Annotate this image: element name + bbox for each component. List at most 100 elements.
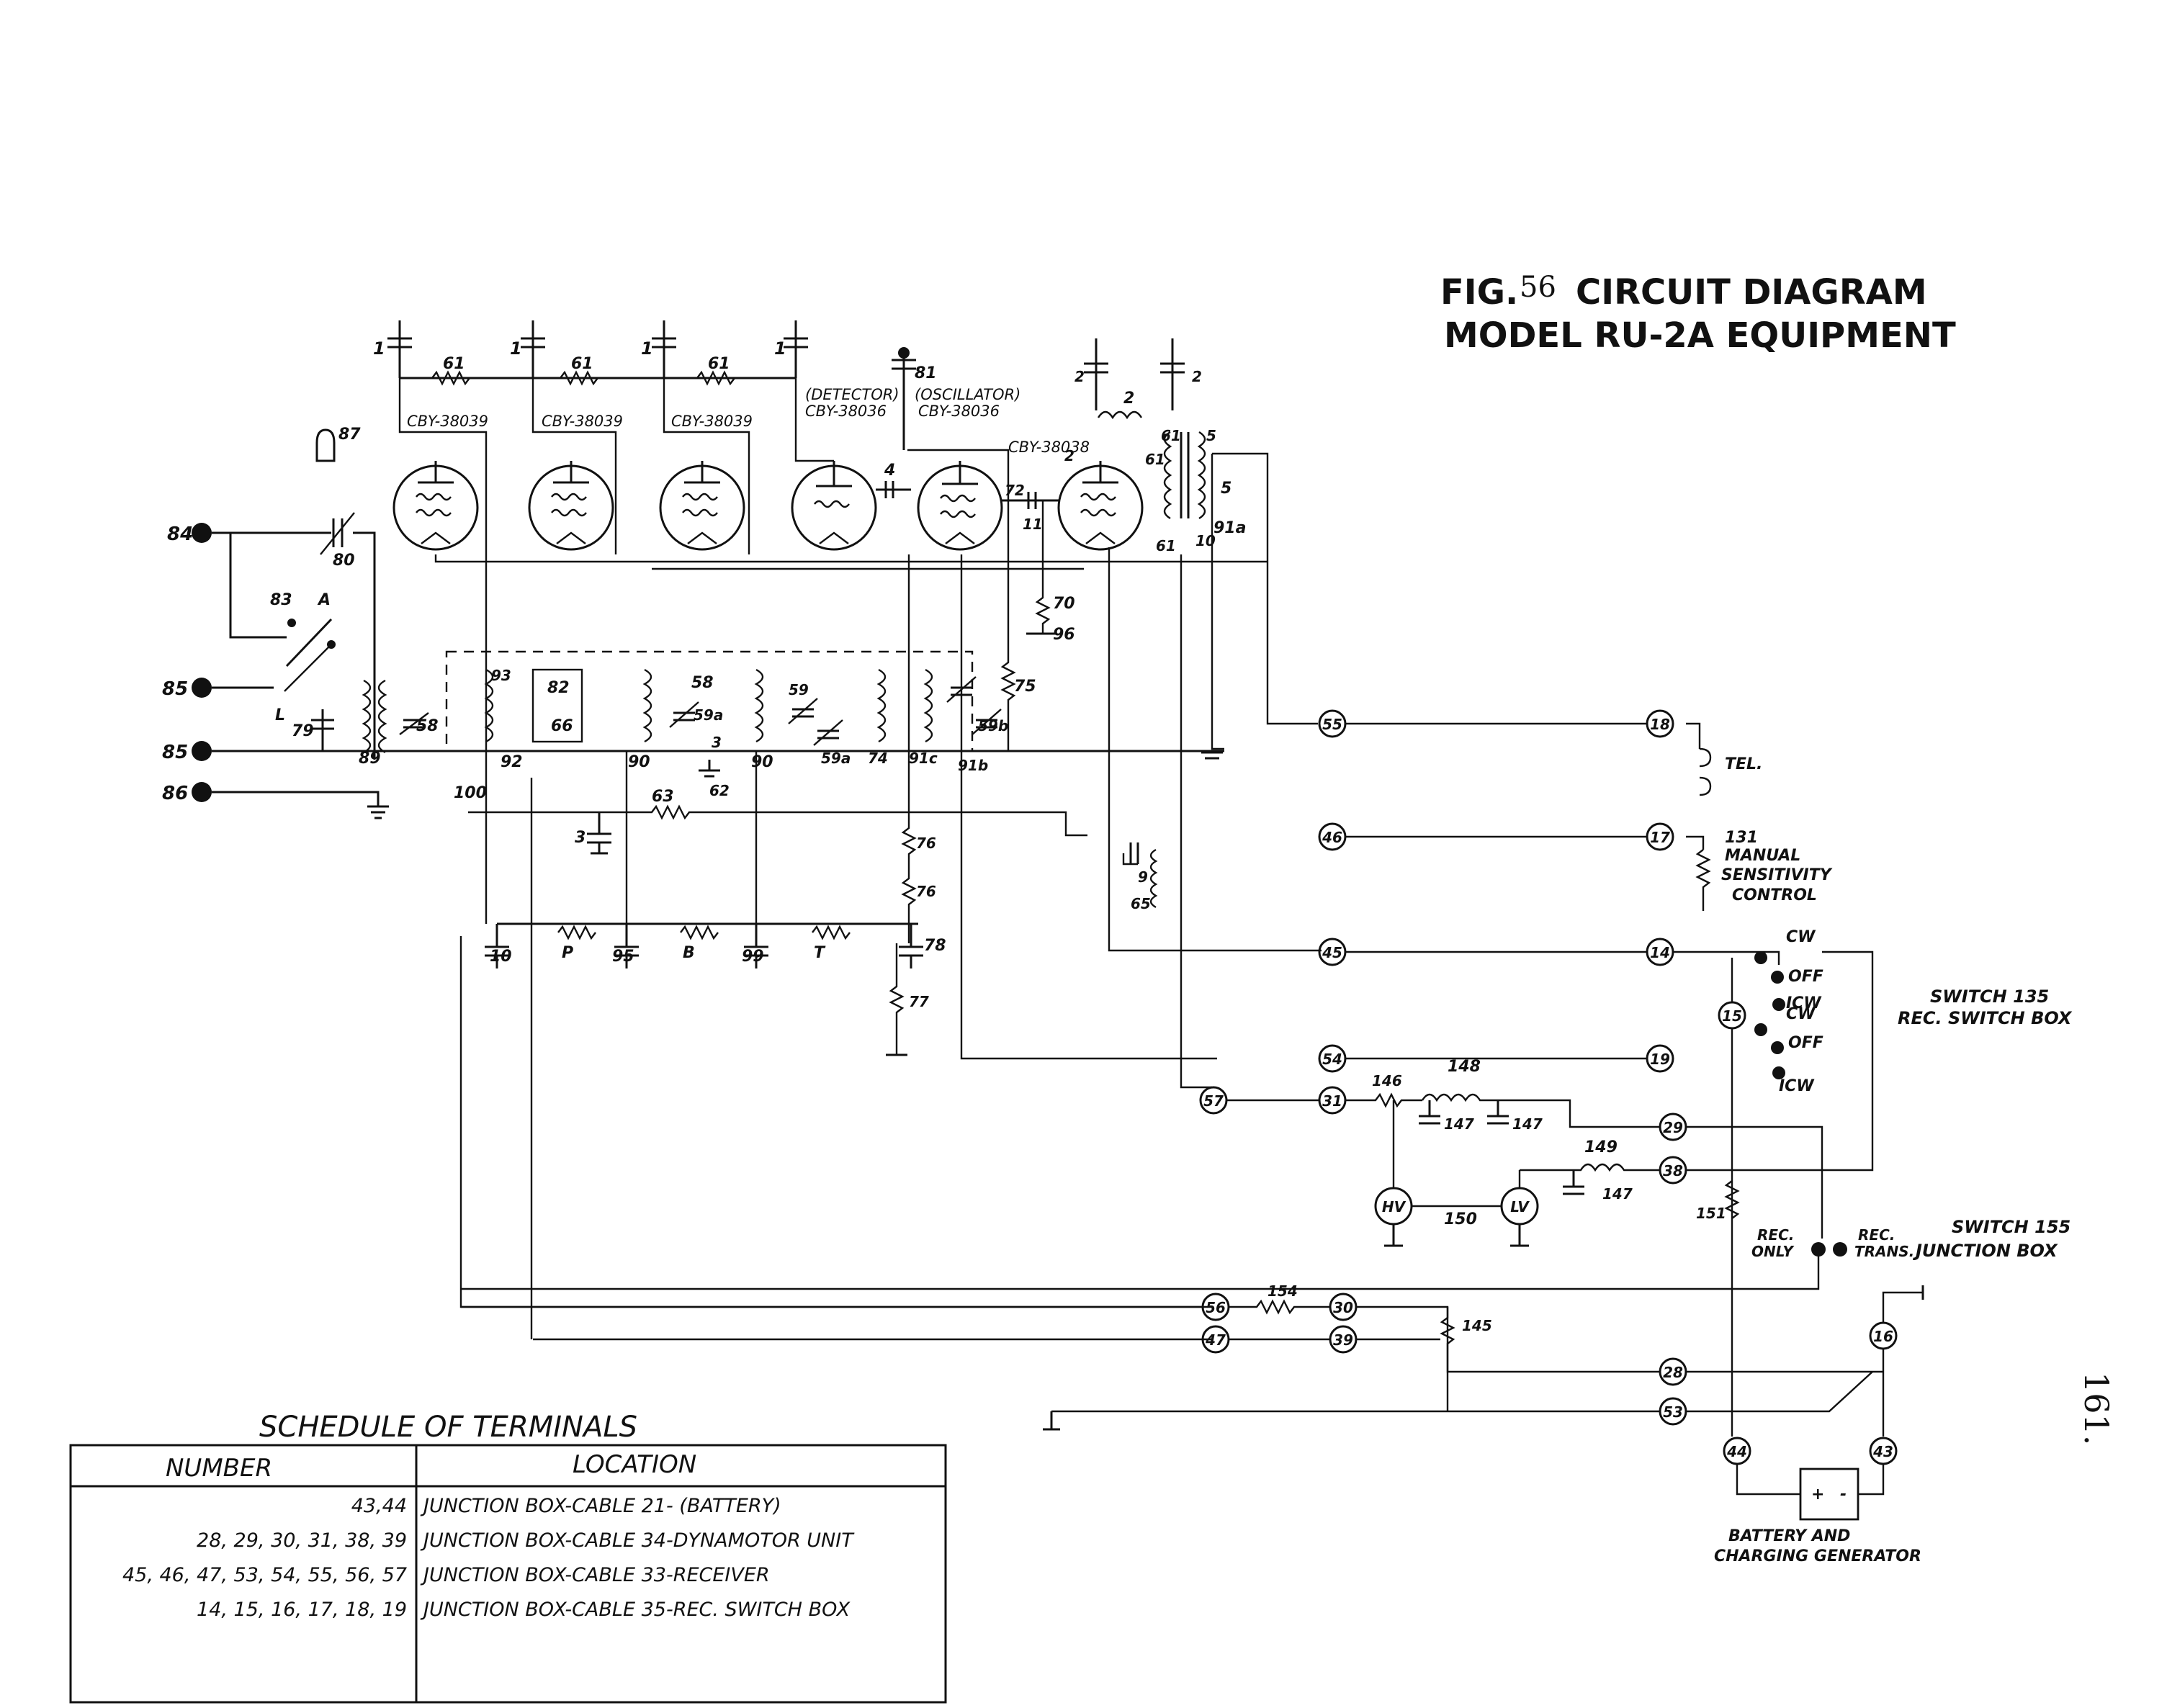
terminal-85a: 85 [162, 678, 188, 700]
svg-text:31: 31 [1322, 1092, 1342, 1110]
svg-text:16: 16 [1873, 1328, 1893, 1345]
label-L: L [275, 706, 285, 724]
label-61c: 61 [708, 355, 730, 373]
terminal-30: 30 [1329, 1293, 1358, 1321]
plate-lead-4 [794, 378, 834, 462]
label-65: 65 [1131, 895, 1151, 912]
label-147c: 147 [1602, 1185, 1633, 1203]
sensitivity-l1: MANUAL [1725, 847, 1800, 865]
terminal-14: 14 [1646, 938, 1674, 966]
label-1c: 1 [641, 338, 653, 359]
label-61b: 61 [571, 355, 593, 373]
svg-text:28: 28 [1663, 1364, 1683, 1381]
tube-v6 [1057, 461, 1144, 551]
label-154: 154 [1268, 1282, 1298, 1300]
ground-input [367, 805, 389, 819]
battery-l1: BATTERY AND [1728, 1527, 1850, 1545]
plate-lead-2 [531, 378, 617, 554]
label-B: 61 [1156, 537, 1176, 554]
tel-label: TEL. [1725, 755, 1762, 773]
schedule-row1-location: JUNCTION BOX-CABLE 21- (BATTERY) [420, 1495, 781, 1517]
tuned-circuits: 58 100 93 92 82 66 90 58 59a 90 59 59a 7… [374, 554, 1224, 855]
tube1-type: CBY-38039 [407, 413, 488, 430]
terminal-86: 86 [162, 783, 188, 804]
lv-label: LV [1510, 1198, 1530, 1215]
label-79: 79 [292, 722, 314, 740]
label-6: 91a [1213, 519, 1246, 537]
bplus-row: 10 95 99 78 P B T [434, 547, 1322, 1341]
terminal-84: 84 [167, 523, 193, 545]
label-59a-a: 59a [694, 706, 723, 724]
sensitivity-l2: SENSITIVITY [1721, 866, 1833, 884]
label-61a: 61 [443, 355, 465, 373]
ground-right [1201, 751, 1223, 760]
label-90a: 90 [628, 753, 650, 771]
svg-text:38: 38 [1663, 1162, 1683, 1179]
right-components: TEL. 131 MANUAL SENSITIVITY CONTROL CW O… [461, 747, 2073, 1565]
label-3a: 3 [712, 734, 722, 751]
sensitivity-l3: CONTROL [1732, 886, 1817, 904]
terminal-54: 54 [1318, 1044, 1347, 1073]
label-75: 75 [1014, 678, 1036, 696]
terminal-39: 39 [1329, 1325, 1358, 1354]
schedule-row3-number: 45, 46, 47, 53, 54, 55, 56, 57 [122, 1564, 407, 1586]
switch155-l1: SWITCH 155 [1952, 1217, 2070, 1237]
label-58a: 58 [416, 717, 439, 735]
battery-minus: - [1840, 1485, 1847, 1504]
label-61f: T [814, 944, 826, 962]
svg-text:15: 15 [1722, 1007, 1742, 1025]
terminal-56: 56 [1201, 1293, 1230, 1321]
label-4: 4 [884, 462, 895, 480]
plate-lead-5 [907, 449, 1010, 554]
terminal-46: 46 [1318, 822, 1347, 851]
svg-text:19: 19 [1650, 1051, 1670, 1068]
tube-row: CBY-38039 CBY-38039 CBY-38039 (DETECTOR)… [392, 378, 1144, 554]
svg-text:39: 39 [1333, 1331, 1353, 1349]
rec-only-l2: ONLY [1751, 1243, 1795, 1260]
switch155-l2: JUNCTION BOX [1913, 1241, 2058, 1261]
plate-lead-3 [663, 378, 750, 554]
label-T: 5 [1206, 427, 1216, 444]
title-line1: CIRCUIT DIAGRAM [1576, 272, 1927, 313]
label-100: 100 [454, 784, 487, 802]
fig-number: 56 [1520, 271, 1556, 304]
output-stage: 81 4 72 11 70 96 9 65 76 76 77 [876, 338, 1318, 1056]
resistor-61-a [431, 370, 470, 386]
label-59b: 59b [978, 717, 1008, 734]
label-61d: P [562, 944, 573, 962]
label-151: 151 [1696, 1205, 1726, 1222]
label-61e: B [683, 944, 695, 962]
label-11: 11 [1023, 516, 1043, 533]
tube-v5-oscillator [917, 461, 1003, 551]
svg-text:14: 14 [1650, 944, 1670, 961]
label-90b: 90 [751, 753, 773, 771]
label-147b: 147 [1512, 1115, 1543, 1133]
schedule-row1-number: 43,44 [351, 1495, 407, 1517]
label-66: 66 [551, 717, 573, 735]
rec-trans-l2: TRANS. [1854, 1243, 1914, 1260]
svg-text:56: 56 [1206, 1299, 1226, 1316]
svg-text:46: 46 [1322, 829, 1342, 846]
label-P: 61 [1161, 427, 1181, 444]
sensitivity-num: 131 [1725, 829, 1758, 847]
svg-text:57: 57 [1203, 1092, 1224, 1110]
svg-text:54: 54 [1322, 1051, 1342, 1068]
tube-v2 [528, 461, 614, 551]
label-99: 2 [1064, 447, 1074, 464]
top-rail: 1 1 1 1 61 61 61 [373, 320, 808, 386]
label-1a: 1 [373, 338, 385, 359]
antenna-inputs: 84 85 85 86 80 83 A L 79 89 [162, 426, 389, 819]
svg-text:18: 18 [1650, 716, 1670, 733]
label-80: 80 [333, 552, 355, 570]
terminal-55: 55 [1318, 709, 1347, 738]
terminal-53: 53 [1659, 1397, 1687, 1426]
tube4-role: (DETECTOR) [805, 386, 899, 403]
label-71: 5 [1221, 480, 1231, 498]
label-59: 59 [789, 681, 809, 698]
title-line2: MODEL RU-2A EQUIPMENT [1444, 315, 1956, 356]
label-147a: 147 [1444, 1115, 1474, 1133]
tube2-type: CBY-38039 [542, 413, 623, 430]
label-59a-b: 59a [821, 750, 851, 767]
terminal-43: 43 [1869, 1437, 1898, 1465]
